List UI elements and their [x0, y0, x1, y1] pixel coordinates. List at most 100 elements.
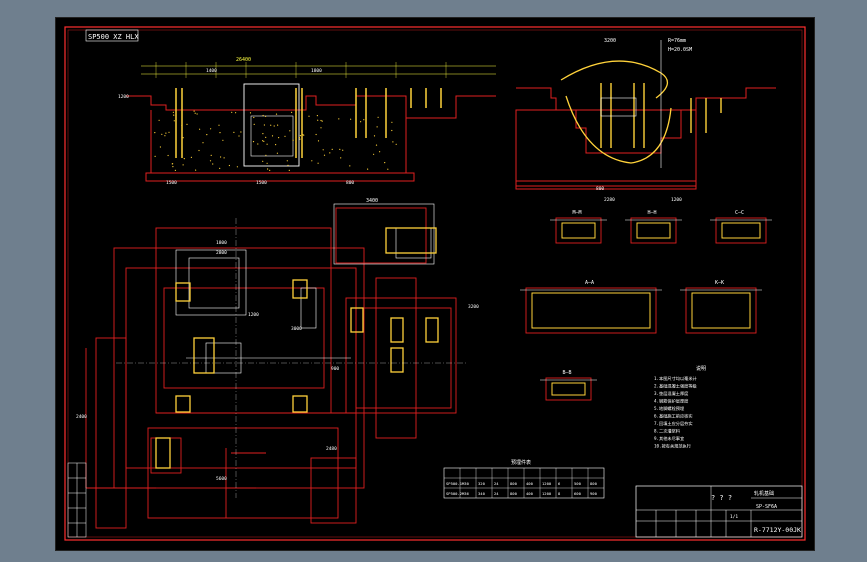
note-line: 9.其他未尽事宜 [654, 435, 684, 442]
sheet-border [64, 26, 806, 541]
table-cell: 8 [558, 491, 561, 496]
plan-dim-9: 3000 [291, 326, 302, 332]
section-label: B—B [563, 370, 572, 376]
section-hh: H—H [625, 210, 682, 244]
title-block-project: 轧机基础 [754, 490, 774, 497]
section-views: M—M H—H C—C A—A K—K B—B [520, 210, 772, 401]
table-cell: 800 [590, 481, 598, 486]
table-cell: 800 [510, 481, 518, 486]
plan-dim-5: 2400 [76, 414, 87, 420]
section-cc: C—C [710, 210, 772, 244]
plan-dim-3: 2800 [216, 250, 227, 256]
table-cell: 1200 [542, 481, 552, 486]
plan-dim-8: 1200 [248, 312, 259, 318]
note-line: 8.二次灌浆料 [654, 428, 681, 435]
table-cell: 320 [478, 481, 486, 486]
table-cell: 400 [526, 481, 534, 486]
table-cell: 24 [494, 481, 499, 486]
elevation-right-dim-4: 2280 [604, 197, 615, 203]
title-block-drawing-no: R-7712Y-00JK [754, 526, 801, 534]
elevation-left-dim-4: 1500 [166, 180, 177, 186]
plan-view: 3400 1800 2800 3200 2400 5600 2480 1200 … [76, 198, 479, 529]
table-cell: 340 [478, 491, 486, 496]
title-block-code: SP-SF6A [756, 504, 777, 510]
title-block-qmarks: ? ? ? [711, 494, 732, 502]
table-cell: SP500-2 [446, 491, 462, 496]
title-tag: SP500 XZ HLX [88, 33, 139, 41]
elevation-right-inset-box [600, 97, 637, 117]
table-cell: 500 [574, 481, 582, 486]
drawing-svg: SP500 XZ HLX [64, 26, 806, 541]
elevation-right-anchor-bolts [600, 83, 722, 148]
sheet-inner-border [67, 29, 803, 538]
elevation-left-view: 26400 1400 1800 1500 1500 800 1200 [118, 57, 496, 186]
notes-block: 说明 1.本图尺寸均以毫米计2.基础混凝土强度等级3.垫层混凝土厚度4.钢筋保护… [654, 365, 706, 450]
title-block-sheet: 1/1 [730, 514, 738, 520]
elevation-left-dim-2: 1400 [206, 68, 217, 74]
table-cell: 6 [558, 481, 561, 486]
section-bb: B—B [540, 370, 597, 401]
elevation-left-machine-block [243, 83, 300, 167]
elevation-left-dim-7: 1200 [118, 94, 129, 100]
plan-dim-7: 2480 [326, 446, 337, 452]
elevation-left-dim-6: 800 [346, 180, 354, 186]
plan-centerline [116, 218, 466, 498]
notes-title: 说明 [696, 365, 706, 372]
note-line: 1.本图尺寸均以毫米计 [654, 375, 697, 382]
elevation-right-dim-2: R=76mm [668, 38, 686, 44]
section-label: K—K [715, 280, 724, 286]
elevation-left-inner-block [250, 115, 294, 157]
cad-drawing-sheet: SP500 XZ HLX [55, 17, 815, 551]
table-cell: M36 [462, 491, 470, 496]
table-cell: SP500-1 [446, 481, 463, 486]
plan-dim-6: 5600 [216, 476, 227, 482]
note-line: 2.基础混凝土强度等级 [654, 383, 698, 390]
table-cell: 24 [494, 491, 499, 496]
elevation-right-dim-5: 800 [596, 186, 604, 192]
elevation-left-ground [126, 65, 496, 182]
table-cell: 400 [526, 491, 534, 496]
note-line: 4.钢筋保护层厚度 [654, 398, 689, 405]
note-line: 7.回填土应分层夯实 [654, 420, 693, 427]
title-block: ? ? ? 轧机基础 SP-SF6A R-7712Y-00JK 1/1 [635, 485, 803, 538]
elevation-left-hatch [154, 110, 397, 171]
table-cell: 600 [574, 491, 582, 496]
section-kk: K—K [680, 280, 762, 334]
table-cell: M30 [462, 481, 470, 486]
elevation-right-curve [565, 95, 672, 164]
elevation-right-dim-1: 3200 [604, 38, 616, 44]
elevation-left-ticks [155, 62, 447, 78]
section-label: H—H [648, 210, 657, 216]
section-aa: A—A [520, 280, 662, 334]
table-cell: 1200 [542, 491, 552, 496]
elevation-left-dim-1: 26400 [236, 57, 251, 63]
plan-outlines [85, 207, 457, 529]
elevation-right-dim-3: H=20.0SM [668, 47, 692, 53]
elevation-left-anchor-bolts [175, 88, 442, 158]
plan-dim-4: 3200 [468, 304, 479, 310]
plan-dim-1: 3400 [366, 198, 378, 204]
note-line: 10.按有关规范执行 [654, 443, 691, 450]
elevation-left-dim-3: 1800 [311, 68, 322, 74]
note-line: 3.垫层混凝土厚度 [654, 390, 689, 397]
elevation-right-dim-6: 1200 [671, 197, 682, 203]
elevation-right-ground [515, 87, 776, 190]
elevation-left-dim-5: 1500 [256, 180, 267, 186]
section-mm: M—M [550, 210, 607, 244]
table-title: 预埋件表 [511, 459, 531, 466]
plan-pits [155, 227, 439, 469]
title-tag-box [85, 29, 139, 42]
section-label: C—C [735, 210, 744, 216]
elevation-right-view: 3200 R=76mm H=20.0SM 2280 800 1200 [515, 38, 776, 203]
section-label: M—M [573, 210, 582, 216]
plan-dim-2: 1800 [216, 240, 227, 246]
table-cell: 900 [590, 491, 598, 496]
left-margin-strip [67, 462, 87, 538]
table-cell: 800 [510, 491, 518, 496]
elevation-right-arc [560, 60, 668, 99]
plan-dim-10: 900 [331, 366, 339, 372]
section-label: A—A [585, 280, 594, 286]
note-line: 5.地脚螺栓预埋 [654, 405, 685, 412]
